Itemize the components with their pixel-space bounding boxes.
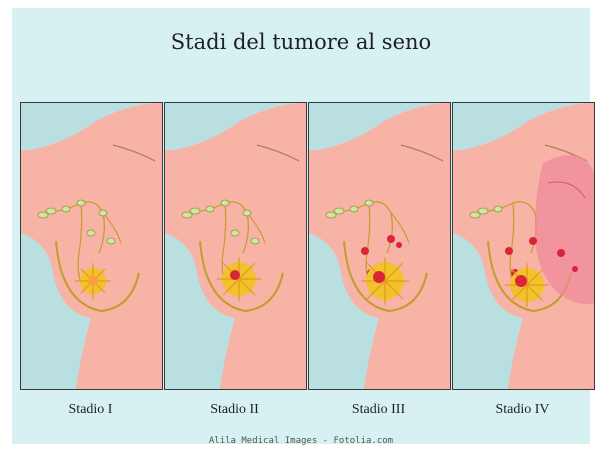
stage-label-1: Stadio I [20, 402, 161, 418]
figure-canvas: Stadi del tumore al seno [12, 8, 590, 444]
stage-panel-4 [452, 102, 595, 390]
figure-title: Stadi del tumore al seno [12, 30, 590, 54]
stage-panel-2 [164, 102, 307, 390]
stage-label-2: Stadio II [164, 402, 305, 418]
tumor-stage-4 [505, 263, 549, 307]
tumor-stage-2 [217, 257, 261, 301]
image-credit: Alila Medical Images - Fotolia.com [12, 436, 590, 446]
breast-illustration-stage-4 [453, 103, 594, 389]
stage-panel-1 [20, 102, 163, 390]
tumor-stage-3 [361, 257, 409, 305]
breast-illustration-stage-3 [309, 103, 450, 389]
stage-label-3: Stadio III [308, 402, 449, 418]
stage-label-4: Stadio IV [452, 402, 593, 418]
breast-illustration-stage-2 [165, 103, 306, 389]
stage-panel-3 [308, 102, 451, 390]
breast-illustration-stage-1 [21, 103, 162, 389]
